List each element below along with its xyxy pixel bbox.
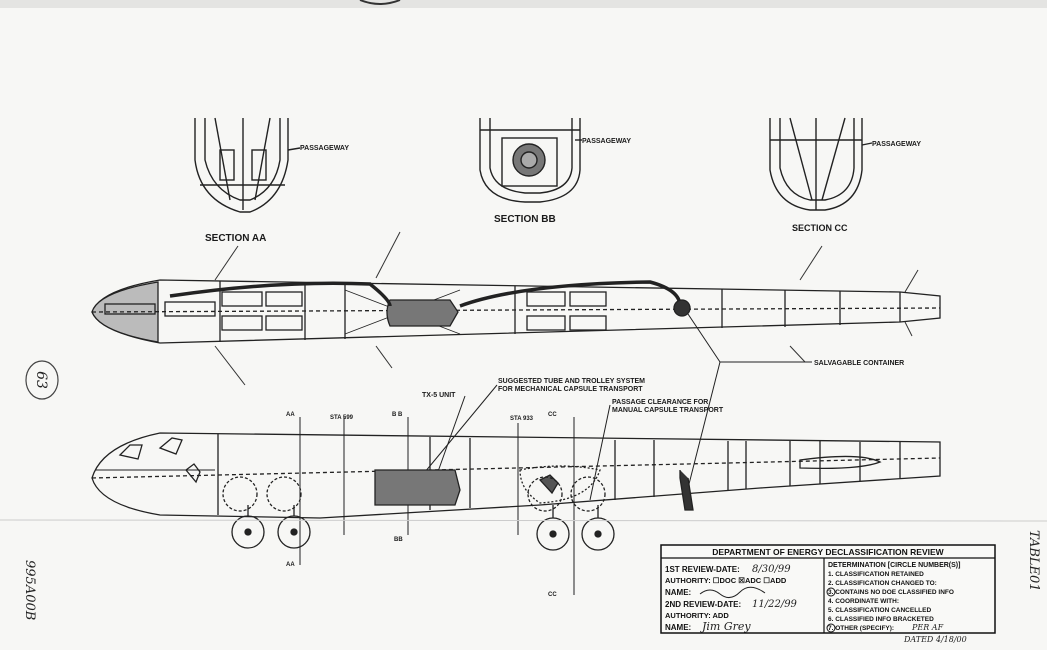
passageway-label-cc: PASSAGEWAY	[872, 141, 921, 148]
cc-marker: CC	[548, 412, 557, 418]
second-review-value: 11/22/99	[752, 599, 798, 610]
bb-marker: B B	[392, 412, 403, 418]
circled-7	[826, 623, 836, 633]
tx5-unit-label: TX-5 UNIT	[422, 392, 456, 399]
review-title: DEPARTMENT OF ENERGY DECLASSIFICATION RE…	[712, 547, 944, 557]
passage-clearance-label-2: MANUAL CAPSULE TRANSPORT	[612, 407, 724, 414]
section-aa-label: SECTION AA	[205, 233, 266, 244]
sta-933-label: STA 933	[510, 416, 534, 422]
tube-system-label-1: SUGGESTED TUBE AND TROLLEY SYSTEM	[498, 378, 645, 385]
section-aa-drawing	[194, 117, 301, 213]
determination-6: 6. CLASSIFIED INFO BRACKETED	[828, 616, 934, 623]
plan-view-fuselage	[91, 279, 941, 344]
authority-label: AUTHORITY: ☐DOC ☒ADC ☐ADD	[665, 576, 787, 585]
cc-lower-marker: CC	[548, 592, 557, 598]
determination-4: 4. COORDINATE WITH:	[828, 598, 899, 605]
determination-title: DETERMINATION [CIRCLE NUMBER(S)]	[828, 562, 960, 569]
scan-top-edge	[0, 0, 1047, 8]
tube-system-label-2: FOR MECHANICAL CAPSULE TRANSPORT	[498, 386, 643, 393]
salvagable-container-label: SALVAGABLE CONTAINER	[814, 360, 904, 367]
aa-lower-marker: AA	[286, 562, 295, 568]
passageway-label-aa: PASSAGEWAY	[300, 145, 349, 152]
left-margin-code: 995A00B	[22, 560, 37, 620]
determination-7: 7. OTHER (SPECIFY):	[828, 625, 894, 632]
sta-599-label: STA 599	[330, 415, 354, 421]
first-review-value: 8/30/99	[752, 564, 791, 575]
page-number-circle: 63	[25, 360, 59, 400]
section-bb-label: SECTION BB	[494, 214, 556, 225]
determination-7-value: PER AF	[911, 623, 944, 632]
declassification-review-stamp: DEPARTMENT OF ENERGY DECLASSIFICATION RE…	[660, 544, 996, 644]
name2-value: Jim Grey	[700, 620, 751, 633]
determination-5: 5. CLASSIFICATION CANCELLED	[828, 607, 931, 614]
first-review-label: 1ST REVIEW-DATE:	[665, 565, 740, 574]
right-margin-code: TABLE01	[1026, 530, 1041, 592]
side-view-fuselage	[91, 432, 941, 519]
second-review-label: 2ND REVIEW-DATE:	[665, 600, 741, 609]
page-number: 63	[33, 371, 49, 389]
determination-1: 1. CLASSIFICATION RETAINED	[828, 571, 924, 578]
name2-label: NAME:	[665, 623, 691, 632]
signature-1	[699, 586, 766, 598]
section-cc-label: SECTION CC	[792, 223, 848, 233]
section-cc-drawing	[769, 117, 873, 211]
passageway-label-bb: PASSAGEWAY	[582, 138, 631, 145]
callout-leaders	[419, 313, 812, 501]
dated-note: DATED 4/18/00	[903, 635, 967, 644]
determination-2: 2. CLASSIFICATION CHANGED TO:	[828, 580, 937, 587]
scan-fold-line	[0, 519, 1047, 522]
landing-gear	[222, 476, 615, 551]
name-label: NAME:	[665, 588, 691, 597]
authority2-label: AUTHORITY: ADD	[665, 611, 729, 620]
section-bb-drawing	[479, 118, 582, 203]
circled-3	[826, 587, 836, 597]
bb-lower-marker: BB	[394, 537, 403, 543]
determination-3: 3. CONTAINS NO DOE CLASSIFIED INFO	[828, 589, 954, 596]
section-cut-lines	[214, 231, 919, 386]
passage-clearance-label-1: PASSAGE CLEARANCE FOR	[612, 399, 708, 406]
aa-marker: AA	[286, 412, 295, 418]
